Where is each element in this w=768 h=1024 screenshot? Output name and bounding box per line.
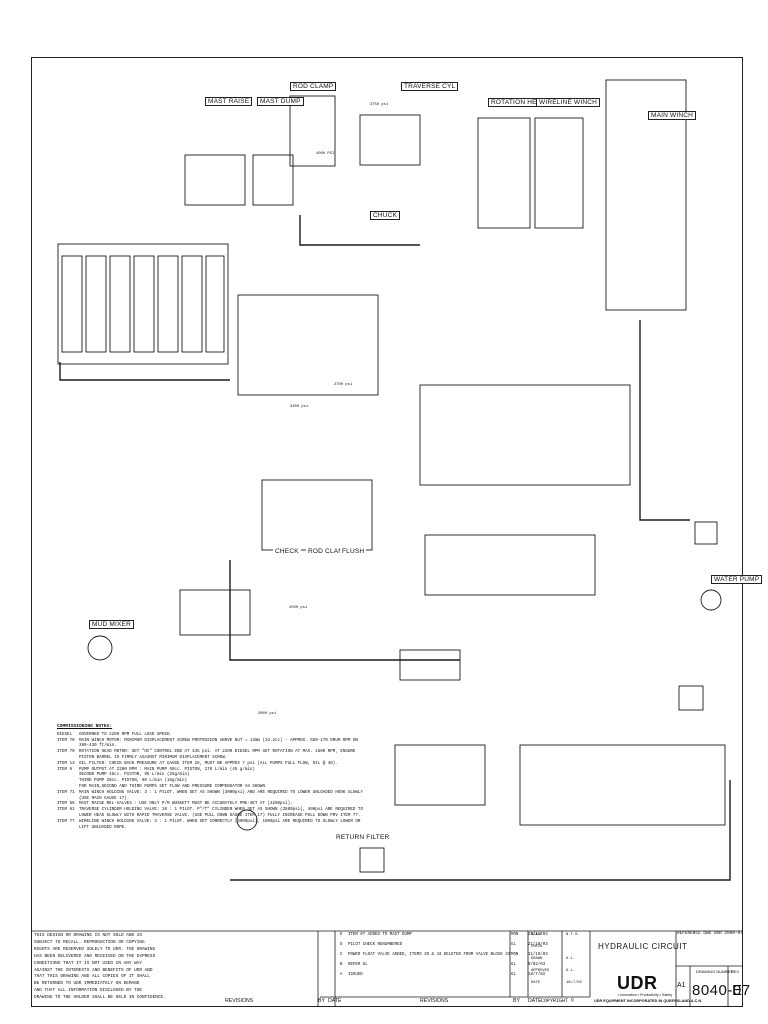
drawn-label: DRAWN	[531, 957, 543, 961]
disclaimer: THIS DESIGN OR DRAWING IS NOT SOLD AND I…	[34, 933, 166, 1001]
udr-tagline: • Innovation • Productivity • Safety	[618, 993, 673, 997]
pressure-3750: 3750 psi	[370, 103, 389, 107]
approved-value: G.L.	[566, 969, 576, 973]
label-main-winch: MAIN WINCH	[648, 111, 697, 120]
label-wireline-winch: WIRELINE WINCH	[536, 98, 601, 107]
date-label: DATE	[531, 981, 541, 985]
pressure-2700: 2700 psi	[334, 383, 353, 387]
label-mast-raise: MAST RAISE	[205, 97, 253, 106]
label-return-filter: RETURN FILTER	[334, 834, 392, 841]
reference-drawing: REFERENCE DWG UDR 2000-07	[677, 931, 743, 936]
main-lines	[59, 215, 731, 881]
note-row: FOR MAIN,SECOND AND THIRD PUMPS SET FLOW…	[79, 784, 265, 789]
approved-label: APPROVED	[531, 969, 550, 973]
pressure-2000: 2000 psi	[258, 712, 277, 716]
label-chuck: CHUCK	[370, 211, 401, 220]
center-valve-block	[237, 294, 631, 596]
lower-blocks	[179, 479, 726, 826]
valve-bank-left	[57, 243, 229, 365]
label-traverse-cyl: TRAVERSE CYL	[401, 82, 459, 91]
label-water-pump: WATER PUMP	[711, 575, 763, 584]
company-name: UDR EQUIPMENT INCORPORATED IN QUEENSLAND…	[594, 999, 703, 1003]
pressure-2500: 2500 psi	[289, 606, 308, 610]
rotation-winch-blocks	[477, 79, 687, 311]
revisions-footer-by: BY	[318, 998, 325, 1004]
revisions-footer-left: REVISIONS	[225, 998, 254, 1004]
date-value: 18/7/02	[566, 981, 582, 985]
scale-value: N.T.S.	[566, 933, 580, 937]
notes-title: COMMISSIONING NOTES:	[57, 724, 113, 729]
copyright: COPYRIGHT ©	[541, 998, 575, 1004]
note-row: SECOND PUMP 45cc. PISTON, 95 L/min (25g/…	[79, 773, 190, 778]
check-label: CHECK	[531, 945, 543, 949]
udr-logo: UDR	[617, 973, 658, 993]
label-check: CHECK	[273, 548, 301, 555]
label-mud-mixer: MUD MIXER	[89, 620, 134, 629]
revisions-footer-right: REVISIONS	[420, 998, 449, 1004]
pressure-3300: 3300 psi	[290, 405, 309, 409]
mast-valves	[184, 95, 421, 206]
revision-letter: E	[732, 982, 743, 999]
pressure-4000: 4000 PSI	[316, 152, 335, 156]
drawing-number: 8040-07	[692, 982, 751, 999]
drawing-sheet	[31, 57, 743, 1007]
revisions-footer-date: DATE	[328, 998, 342, 1004]
scale-label: SCALE	[531, 933, 543, 937]
label-flush: FLUSH	[340, 548, 367, 555]
revisions-footer-date-2: DATE	[528, 998, 542, 1004]
pumps	[87, 589, 722, 831]
filters	[359, 521, 718, 873]
drawn-value: G.L.	[566, 957, 576, 961]
label-rod-clamp-lower: ROD CLAMP	[306, 548, 351, 555]
label-rod-clamp: ROD CLAMP	[290, 82, 337, 91]
titleblock-grid	[31, 930, 743, 1007]
rev-label: REV	[731, 969, 740, 974]
drawing-number-label: DRAWING NUMBER	[696, 969, 734, 974]
sheet-size: A1	[677, 982, 686, 989]
drawing-title: HYDRAULIC CIRCUIT	[598, 942, 688, 951]
label-mast-dump: MAST DUMP	[257, 97, 304, 106]
revisions-footer-by-2: BY	[513, 998, 520, 1004]
note-row: THIRD PUMP 28cc. PISTON, 60 L/min (16g/m…	[79, 779, 188, 784]
